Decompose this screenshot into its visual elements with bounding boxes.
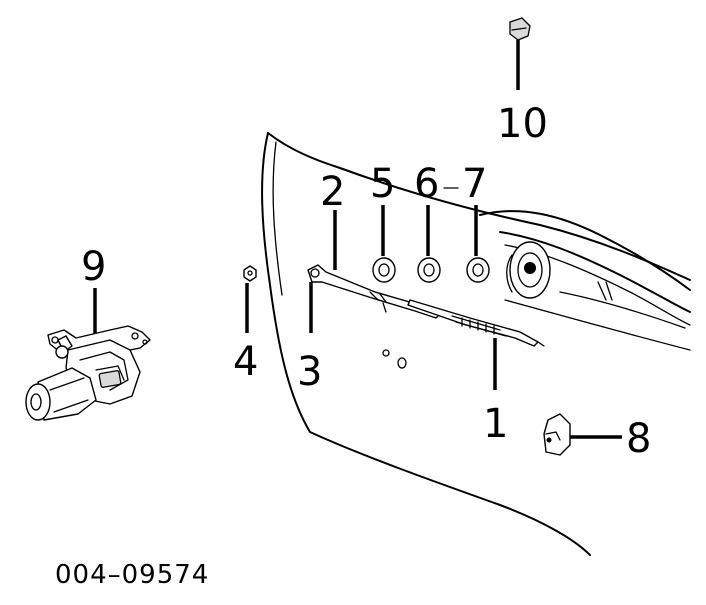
liftgate-holes xyxy=(382,349,407,369)
callout-1: 1 xyxy=(483,401,508,447)
small-nut-part-4 xyxy=(243,265,257,333)
callout-6: 6 xyxy=(414,161,439,207)
nut-part-7 xyxy=(466,205,490,283)
wiper-motor-part-9 xyxy=(25,288,151,421)
wiper-blade-part-1 xyxy=(407,299,545,390)
nut-part-6 xyxy=(417,205,441,283)
diagram-id: 004–09574 xyxy=(55,560,209,590)
callout-2: 2 xyxy=(320,169,345,215)
callout-5: 5 xyxy=(370,161,395,207)
callout-10: 10 xyxy=(497,101,548,147)
cover-part-8 xyxy=(543,413,622,456)
callout-3: 3 xyxy=(297,349,322,395)
wiper-pivot-housing xyxy=(479,210,691,351)
callout-9: 9 xyxy=(81,244,106,290)
callout-4: 4 xyxy=(233,339,258,385)
callout-8: 8 xyxy=(626,416,651,462)
clip-part-10 xyxy=(509,17,531,90)
liftgate-outline xyxy=(261,132,691,556)
callout-7: 7 xyxy=(462,161,487,207)
nut-part-5 xyxy=(372,205,396,283)
